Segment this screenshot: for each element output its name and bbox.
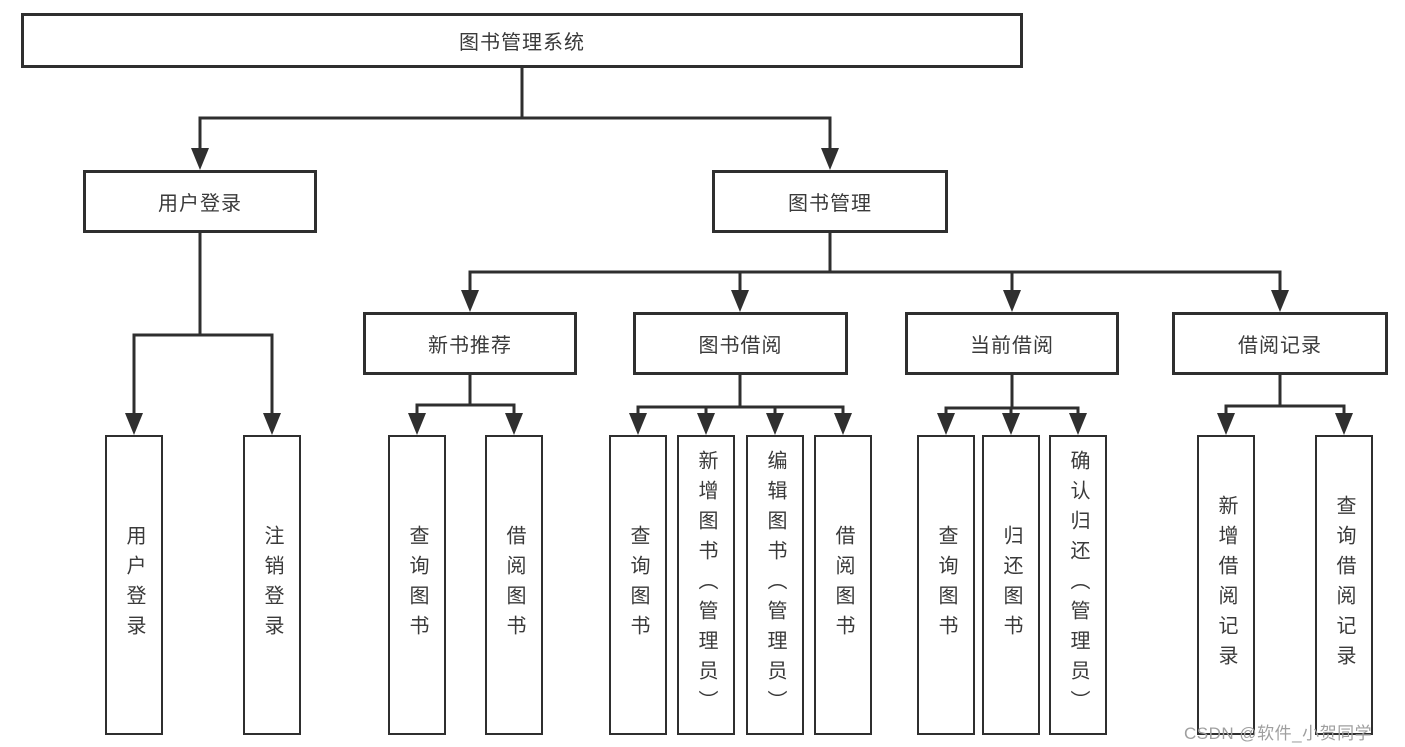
leaf-query-books-current: 查询图书 [917,435,975,735]
leaf-query-books-borrow: 查询图书 [609,435,667,735]
arrow-leaf [629,413,647,435]
leaf-borrow-books-recommend-label: 借阅图书 [503,525,525,645]
connector-borrow-leaves [636,375,845,416]
leaf-query-books-borrow-label: 查询图书 [627,525,649,645]
leaf-query-borrow-record-label: 查询借阅记录 [1333,495,1355,675]
connector-newbook-leaves [415,375,516,416]
connector-records-leaves [1224,375,1346,416]
arrow-user-login [191,148,209,170]
arrow-leaf [1002,413,1020,435]
arrow-leaf [834,413,852,435]
arrow-leaf [408,413,426,435]
arrow-book-borrow [731,290,749,312]
connector-bookmgmt-level3 [468,232,1282,293]
leaf-query-books-recommend: 查询图书 [388,435,446,735]
node-new-book-recommend: 新书推荐 [363,312,577,375]
connector-userlogin-leaves [132,233,274,416]
leaf-user-login-label: 用户登录 [123,525,145,645]
leaf-return-book-label: 归还图书 [1000,525,1022,645]
arrow-leaf [505,413,523,435]
connector-paths [132,68,1346,416]
watermark-text: CSDN @软件_小贺同学 [1184,724,1373,743]
leaf-user-login: 用户登录 [105,435,163,735]
connector-current-leaves [944,375,1080,416]
arrow-new-book [461,290,479,312]
arrow-leaf [125,413,143,435]
leaf-logout: 注销登录 [243,435,301,735]
node-new-book-recommend-label: 新书推荐 [428,335,512,357]
node-current-borrow: 当前借阅 [905,312,1119,375]
node-borrow-records: 借阅记录 [1172,312,1388,375]
leaf-add-borrow-record-label: 新增借阅记录 [1215,495,1237,675]
leaf-return-book: 归还图书 [982,435,1040,735]
leaf-query-borrow-record: 查询借阅记录 [1315,435,1373,735]
leaf-edit-book-admin: 编辑图书（管理员） [746,435,804,735]
leaf-add-book-admin-label: 新增图书（管理员） [695,450,717,720]
arrow-leaf [1335,413,1353,435]
leaf-confirm-return-admin-label: 确认归还（管理员） [1067,450,1089,720]
leaf-logout-label: 注销登录 [261,525,283,645]
node-book-management-label: 图书管理 [788,193,872,215]
leaf-add-borrow-record: 新增借阅记录 [1197,435,1255,735]
node-root-label: 图书管理系统 [459,32,585,54]
leaf-edit-book-admin-label: 编辑图书（管理员） [764,450,786,720]
leaf-query-books-recommend-label: 查询图书 [406,525,428,645]
arrow-leaf [1069,413,1087,435]
arrow-borrow-records [1271,290,1289,312]
arrowheads [125,148,1353,435]
node-book-management: 图书管理 [712,170,948,233]
arrow-leaf [766,413,784,435]
leaf-query-books-current-label: 查询图书 [935,525,957,645]
leaf-confirm-return-admin: 确认归还（管理员） [1049,435,1107,735]
arrow-leaf [263,413,281,435]
node-book-borrow: 图书借阅 [633,312,848,375]
leaf-borrow-books: 借阅图书 [814,435,872,735]
arrow-leaf [937,413,955,435]
node-current-borrow-label: 当前借阅 [970,335,1054,357]
arrow-leaf [1217,413,1235,435]
node-borrow-records-label: 借阅记录 [1238,335,1322,357]
leaf-borrow-books-label: 借阅图书 [832,525,854,645]
leaf-borrow-books-recommend: 借阅图书 [485,435,543,735]
connector-root-level2 [198,68,832,150]
node-root: 图书管理系统 [21,13,1023,68]
node-book-borrow-label: 图书借阅 [698,335,783,357]
arrow-current-borrow [1003,290,1021,312]
leaf-add-book-admin: 新增图书（管理员） [677,435,735,735]
node-user-login-label: 用户登录 [158,193,242,215]
arrow-leaf [697,413,715,435]
arrow-book-management [821,148,839,170]
node-user-login: 用户登录 [83,170,317,233]
